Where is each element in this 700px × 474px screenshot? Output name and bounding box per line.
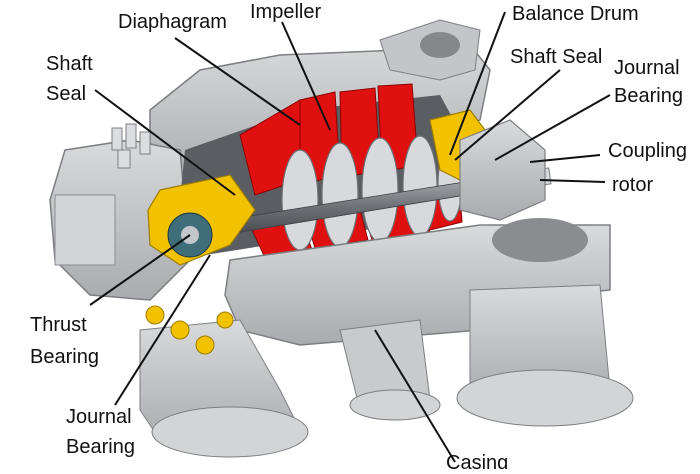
label-shaft-seal-left-line2: Seal	[46, 83, 87, 105]
label-journal-bearing-left-line1: Journal	[66, 406, 132, 428]
label-coupling-line1: Coupling	[608, 140, 687, 162]
label-journal-bearing-right-line1: Journal	[614, 57, 680, 79]
left-bearing-cover	[54, 194, 116, 266]
label-rotor-line1: rotor	[612, 174, 654, 196]
lower-nozzle-bore	[492, 218, 588, 262]
label-shaft-seal-left: Shaft Seal	[46, 52, 93, 106]
label-rotor: rotor	[612, 173, 653, 197]
impeller-wheels	[281, 135, 463, 251]
label-balance-drum: Balance Drum	[512, 2, 639, 26]
label-journal-bearing-left: Journal Bearing	[66, 405, 135, 459]
label-journal-bearing-right: Journal Bearing	[614, 56, 683, 108]
label-thrust-bearing: Thrust Bearing	[30, 313, 99, 369]
label-shaft-seal-right-line1: Shaft Seal	[510, 46, 603, 68]
label-shaft-seal-right: Shaft Seal	[510, 45, 602, 69]
fittings	[111, 123, 151, 169]
leader-lines	[89, 11, 611, 463]
label-journal-bearing-right-line2: Bearing	[614, 85, 683, 107]
label-casing-line1: Casing	[446, 452, 509, 469]
bearing-brackets	[145, 305, 234, 355]
right-end-flange	[459, 119, 546, 221]
top-nozzle-bore	[420, 32, 460, 58]
center-bottom-flange	[349, 389, 441, 421]
label-coupling: Coupling	[608, 139, 687, 163]
label-casing: Casing	[446, 451, 508, 469]
label-journal-bearing-left-line2: Bearing	[66, 436, 135, 458]
label-impeller-line1: Impeller	[250, 1, 322, 23]
label-balance-drum-line1: Balance Drum	[512, 3, 639, 25]
label-impeller: Impeller	[250, 0, 321, 24]
right-bottom-flange	[456, 369, 634, 427]
left-bottom-flange	[151, 406, 309, 458]
label-diaphragm: Diaphagram	[118, 10, 227, 34]
label-shaft-seal-left-line1: Shaft	[46, 53, 93, 75]
label-thrust-bearing-line2: Bearing	[30, 346, 99, 368]
label-thrust-bearing-line1: Thrust	[30, 314, 87, 336]
label-diaphragm-line1: Diaphagram	[118, 11, 227, 33]
